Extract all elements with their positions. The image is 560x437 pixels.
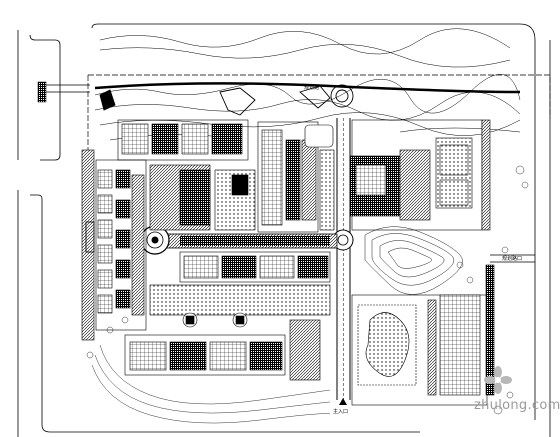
south-residential-row	[124, 319, 321, 381]
west-housing-block	[81, 149, 147, 341]
east-road-label: 规划路	[304, 85, 320, 91]
south-contour-garden	[91, 344, 331, 424]
east-contour-garden	[364, 226, 463, 295]
north-residential-row	[117, 119, 249, 161]
central-boulevard	[332, 118, 354, 400]
watermark-text: zhulong.com	[474, 398, 560, 413]
east-west-promenade	[154, 233, 338, 249]
east-entrance-label: 规划路口	[502, 256, 523, 262]
west-gate	[85, 221, 95, 253]
south-central-blocks	[149, 251, 331, 328]
tree-symbols	[86, 165, 529, 415]
site-boundary	[87, 74, 551, 160]
east-clubhouse	[349, 119, 491, 231]
northwest-gate	[37, 81, 47, 103]
southeast-compound	[351, 264, 495, 406]
zhulong-flower-icon	[484, 366, 512, 394]
north-pavilion	[99, 84, 354, 116]
north-walkway	[94, 82, 521, 94]
central-blocks	[149, 121, 335, 233]
south-entrance-marker	[339, 398, 347, 405]
south-entrance-label: 主入口	[333, 409, 349, 415]
